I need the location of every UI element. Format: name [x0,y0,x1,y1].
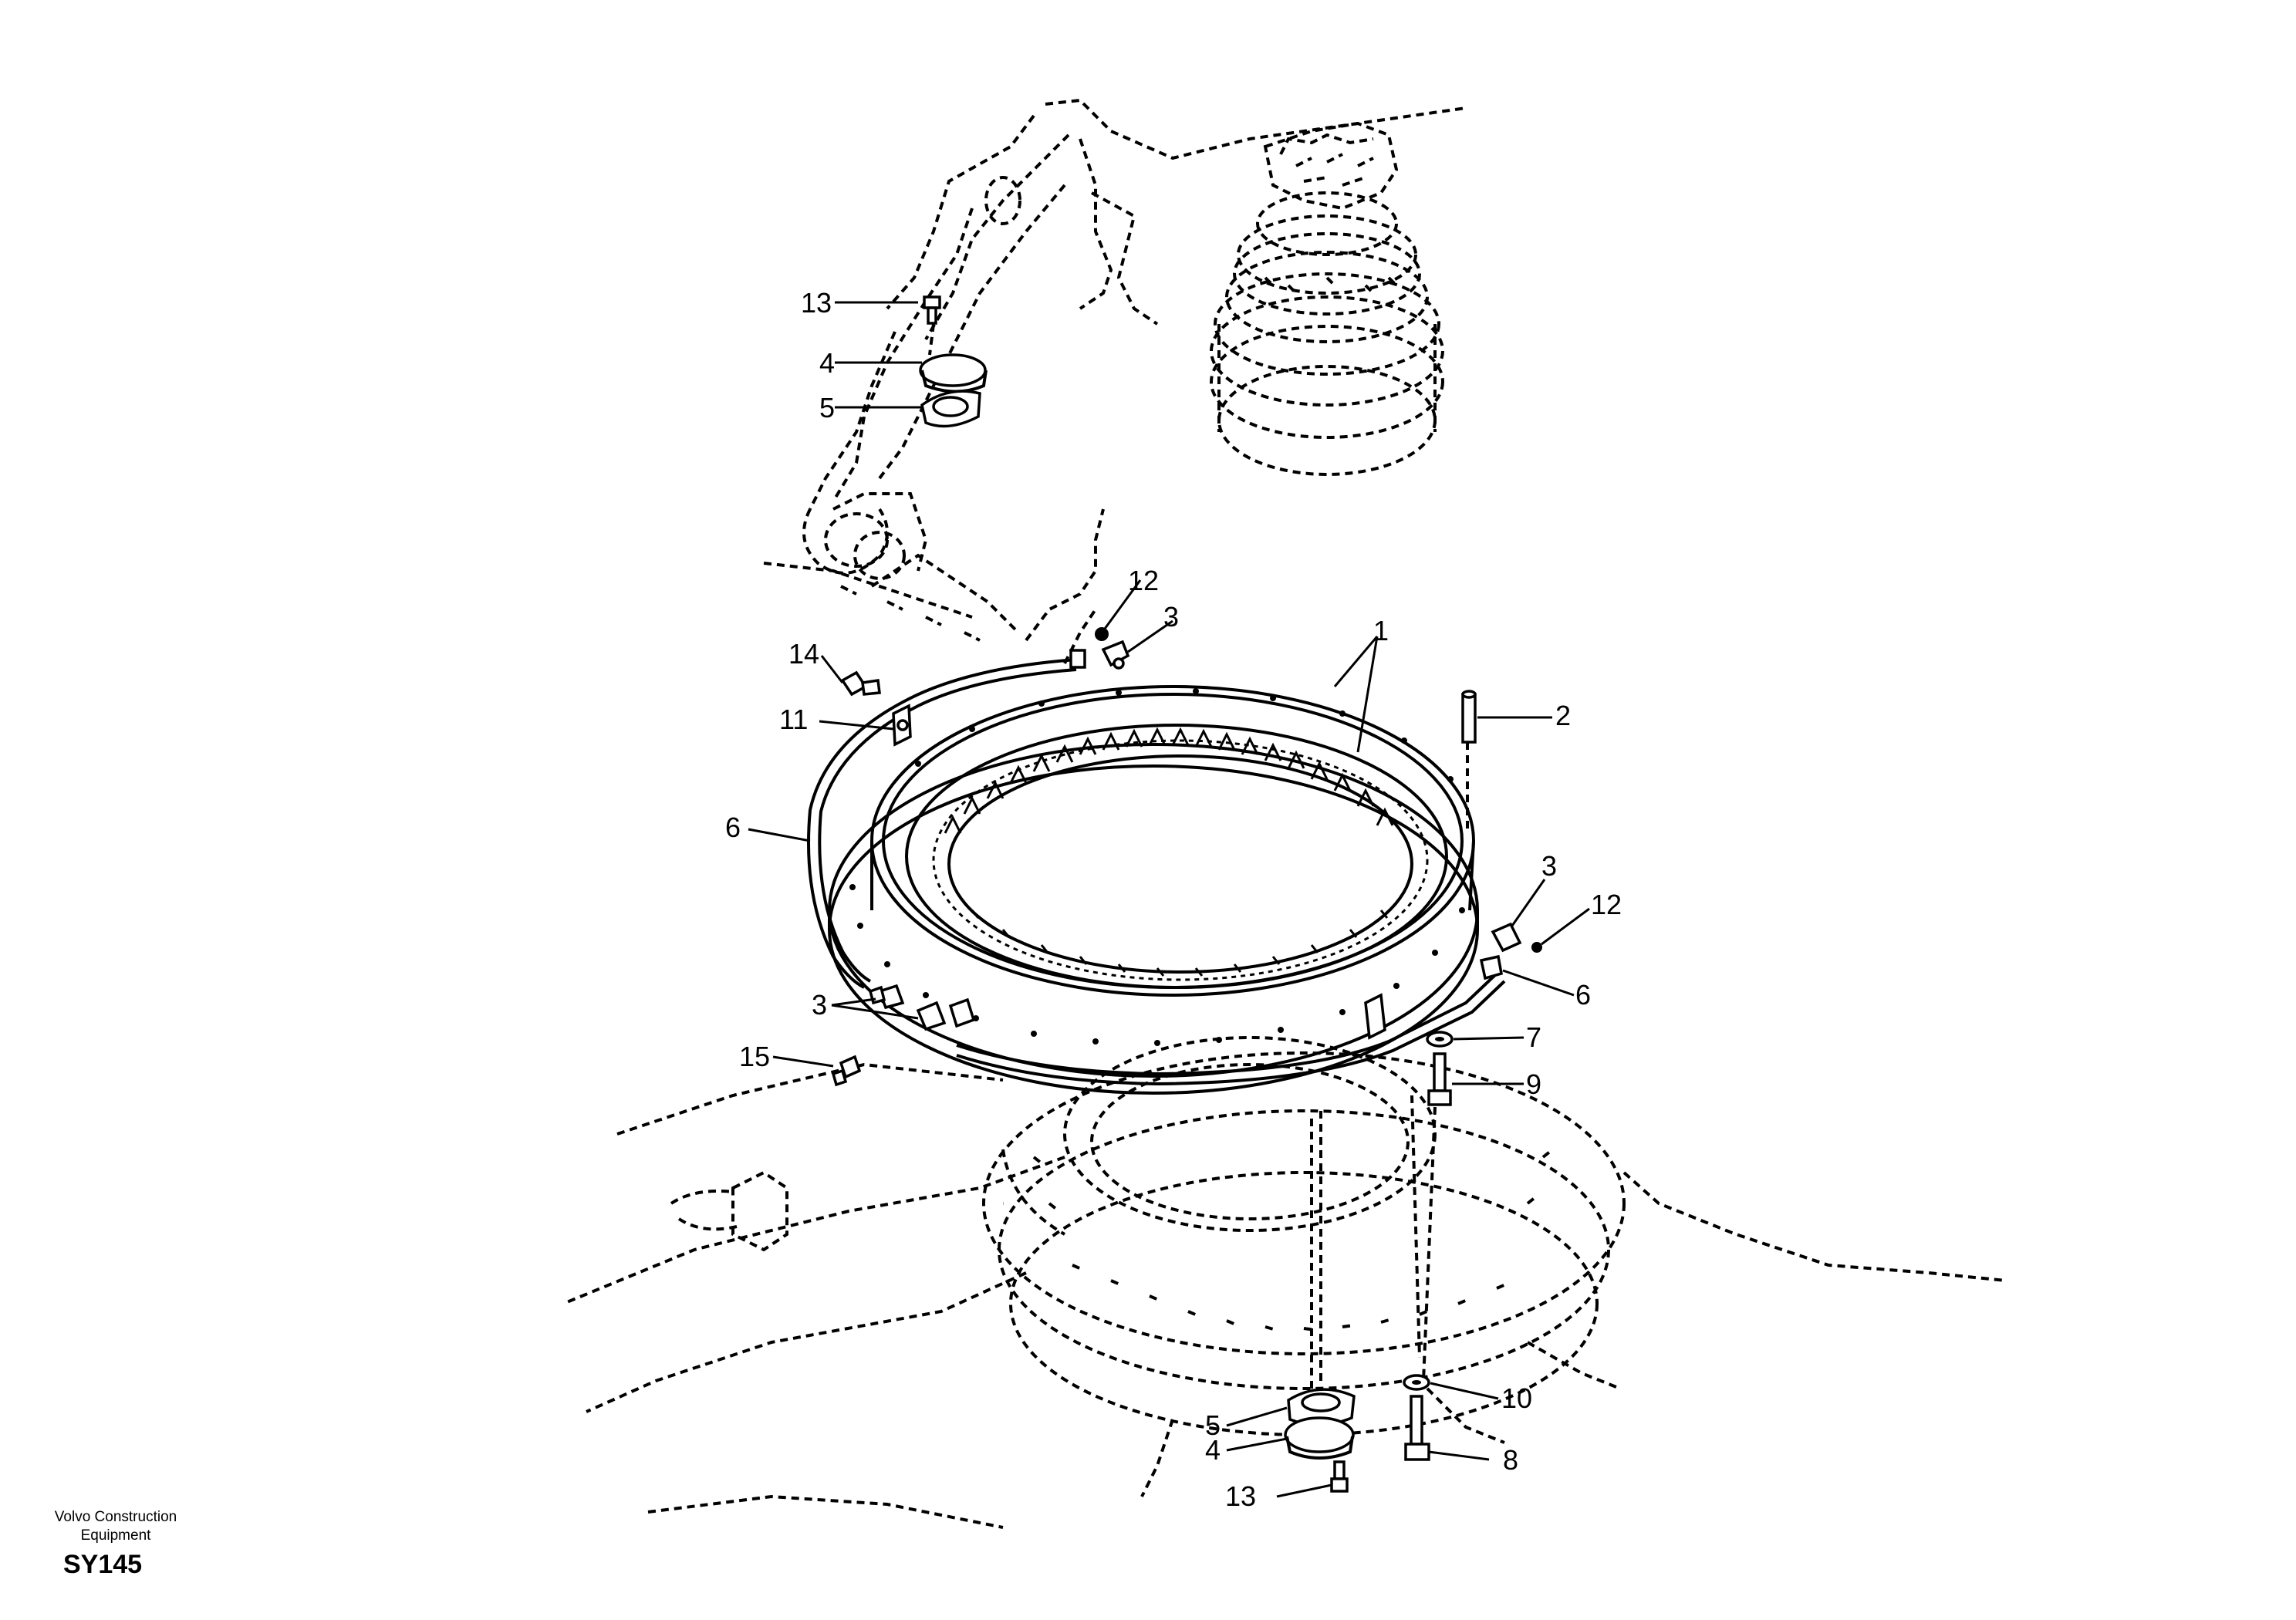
callout-14: 14 [788,638,819,670]
callout-5-bottom: 5 [1205,1409,1221,1441]
callout-4-top: 4 [819,347,835,379]
part-7-washer [1426,1031,1454,1048]
grease-hoses [807,658,1506,1086]
part-4-shim-top [919,353,988,393]
callout-1: 1 [1373,615,1389,646]
callout-12-top: 12 [1128,565,1159,596]
ghost-upper-frame [763,98,1467,664]
part-14-fitting [840,670,881,697]
callout-5-top: 5 [819,392,835,424]
callout-3-top: 3 [1163,601,1179,633]
part-9-bolt [1427,1052,1452,1106]
callout-7: 7 [1526,1021,1541,1053]
callout-12-right: 12 [1591,889,1622,920]
part-13-bolt-bottom [1330,1460,1349,1493]
callout-15: 15 [739,1041,770,1072]
brand-line-1: Volvo Construction [54,1509,177,1525]
callout-13-bottom: 13 [1225,1480,1256,1512]
part-3-fitting-top [1069,640,1130,670]
part-3-fitting-right [1491,922,1522,953]
assembly-axes [928,323,1469,1382]
part-15-fitting [831,1055,862,1087]
ghost-swing-motor [1210,121,1444,476]
callout-4-bottom: 4 [1205,1434,1221,1466]
callout-11: 11 [779,704,808,735]
callout-10: 10 [1501,1382,1532,1414]
part-10-washer [1403,1374,1430,1391]
callout-labels: 13 4 5 12 3 1 14 11 2 6 3 12 6 3 7 15 9 … [725,287,1622,1512]
part-3-fittings-left [868,984,976,1031]
part-6-connector-right [1479,954,1504,980]
part-5-plate-top [920,390,981,428]
callout-9: 9 [1526,1068,1541,1100]
part-11-clamp-left [892,704,912,747]
callout-13-top: 13 [801,287,832,319]
ghost-undercarriage [562,1036,2007,1529]
slewing-ring [828,685,1479,1095]
callout-6-right: 6 [1575,979,1591,1011]
callout-3-right: 3 [1541,850,1557,882]
part-4-shim-bottom [1284,1416,1355,1460]
callout-3-left: 3 [812,989,827,1021]
diagram-code: SY145 [63,1550,143,1579]
callout-2: 2 [1555,700,1571,731]
part-13-bolt-top [923,295,941,325]
part-2-pin [1461,690,1477,744]
part-12-plug-right [1531,942,1542,953]
callout-6-left: 6 [725,812,741,843]
footer-brand-block: Volvo Construction Equipment SY145 [31,1508,201,1580]
brand-line-2: Equipment [80,1527,151,1544]
leader-lines [748,301,1590,1498]
callout-8: 8 [1503,1444,1518,1476]
part-12-plug-top [1095,627,1109,641]
part-8-bolt [1404,1395,1430,1461]
part-11-clamp-right [1364,993,1386,1040]
